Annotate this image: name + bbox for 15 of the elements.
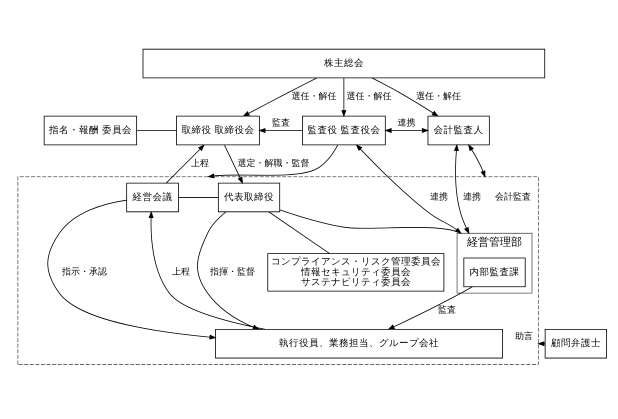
edge-label: 選任・解任 <box>346 92 392 102</box>
edge-label: 上程 <box>191 158 209 169</box>
edge-label: 選任・解任 <box>291 92 336 102</box>
edge-label: 指示・承認 <box>62 267 107 278</box>
edge-label: 会計監査 <box>494 192 531 202</box>
edge-label: 選定・解職・監督 <box>237 158 310 169</box>
edge-label: 連携 <box>398 118 416 128</box>
edge-label: 助言 <box>514 331 533 342</box>
edge-label: 監査 <box>272 118 290 128</box>
edge-label: 選任・解任 <box>416 92 461 102</box>
edge-label: 連携 <box>462 192 481 202</box>
edge-label: 監査 <box>438 304 456 315</box>
edge-label: 連携 <box>430 192 448 202</box>
edge-label: 指揮・監督 <box>210 267 256 278</box>
edge-label: 上程 <box>172 267 190 278</box>
